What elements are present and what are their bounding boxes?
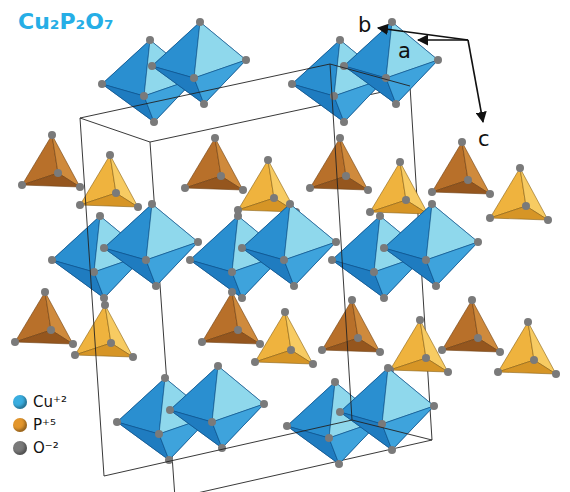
axis-label: c [478,128,490,151]
legend-swatch [13,395,27,409]
legend-text: Cu⁺² [33,393,67,411]
legend-swatch [13,441,27,455]
formula-title: Cu₂P₂O₇ [18,10,114,34]
axis-label: b [358,14,371,37]
legend-swatch [13,418,27,432]
legend-entry: O⁻² [13,439,59,457]
legend-entry: P⁺⁵ [13,416,56,434]
axis-arrows [378,28,483,122]
axis-label: a [398,40,411,63]
unit-cell [80,64,432,476]
legend-text: O⁻² [33,439,59,457]
legend-text: P⁺⁵ [33,416,56,434]
legend-entry: Cu⁺² [13,393,67,411]
